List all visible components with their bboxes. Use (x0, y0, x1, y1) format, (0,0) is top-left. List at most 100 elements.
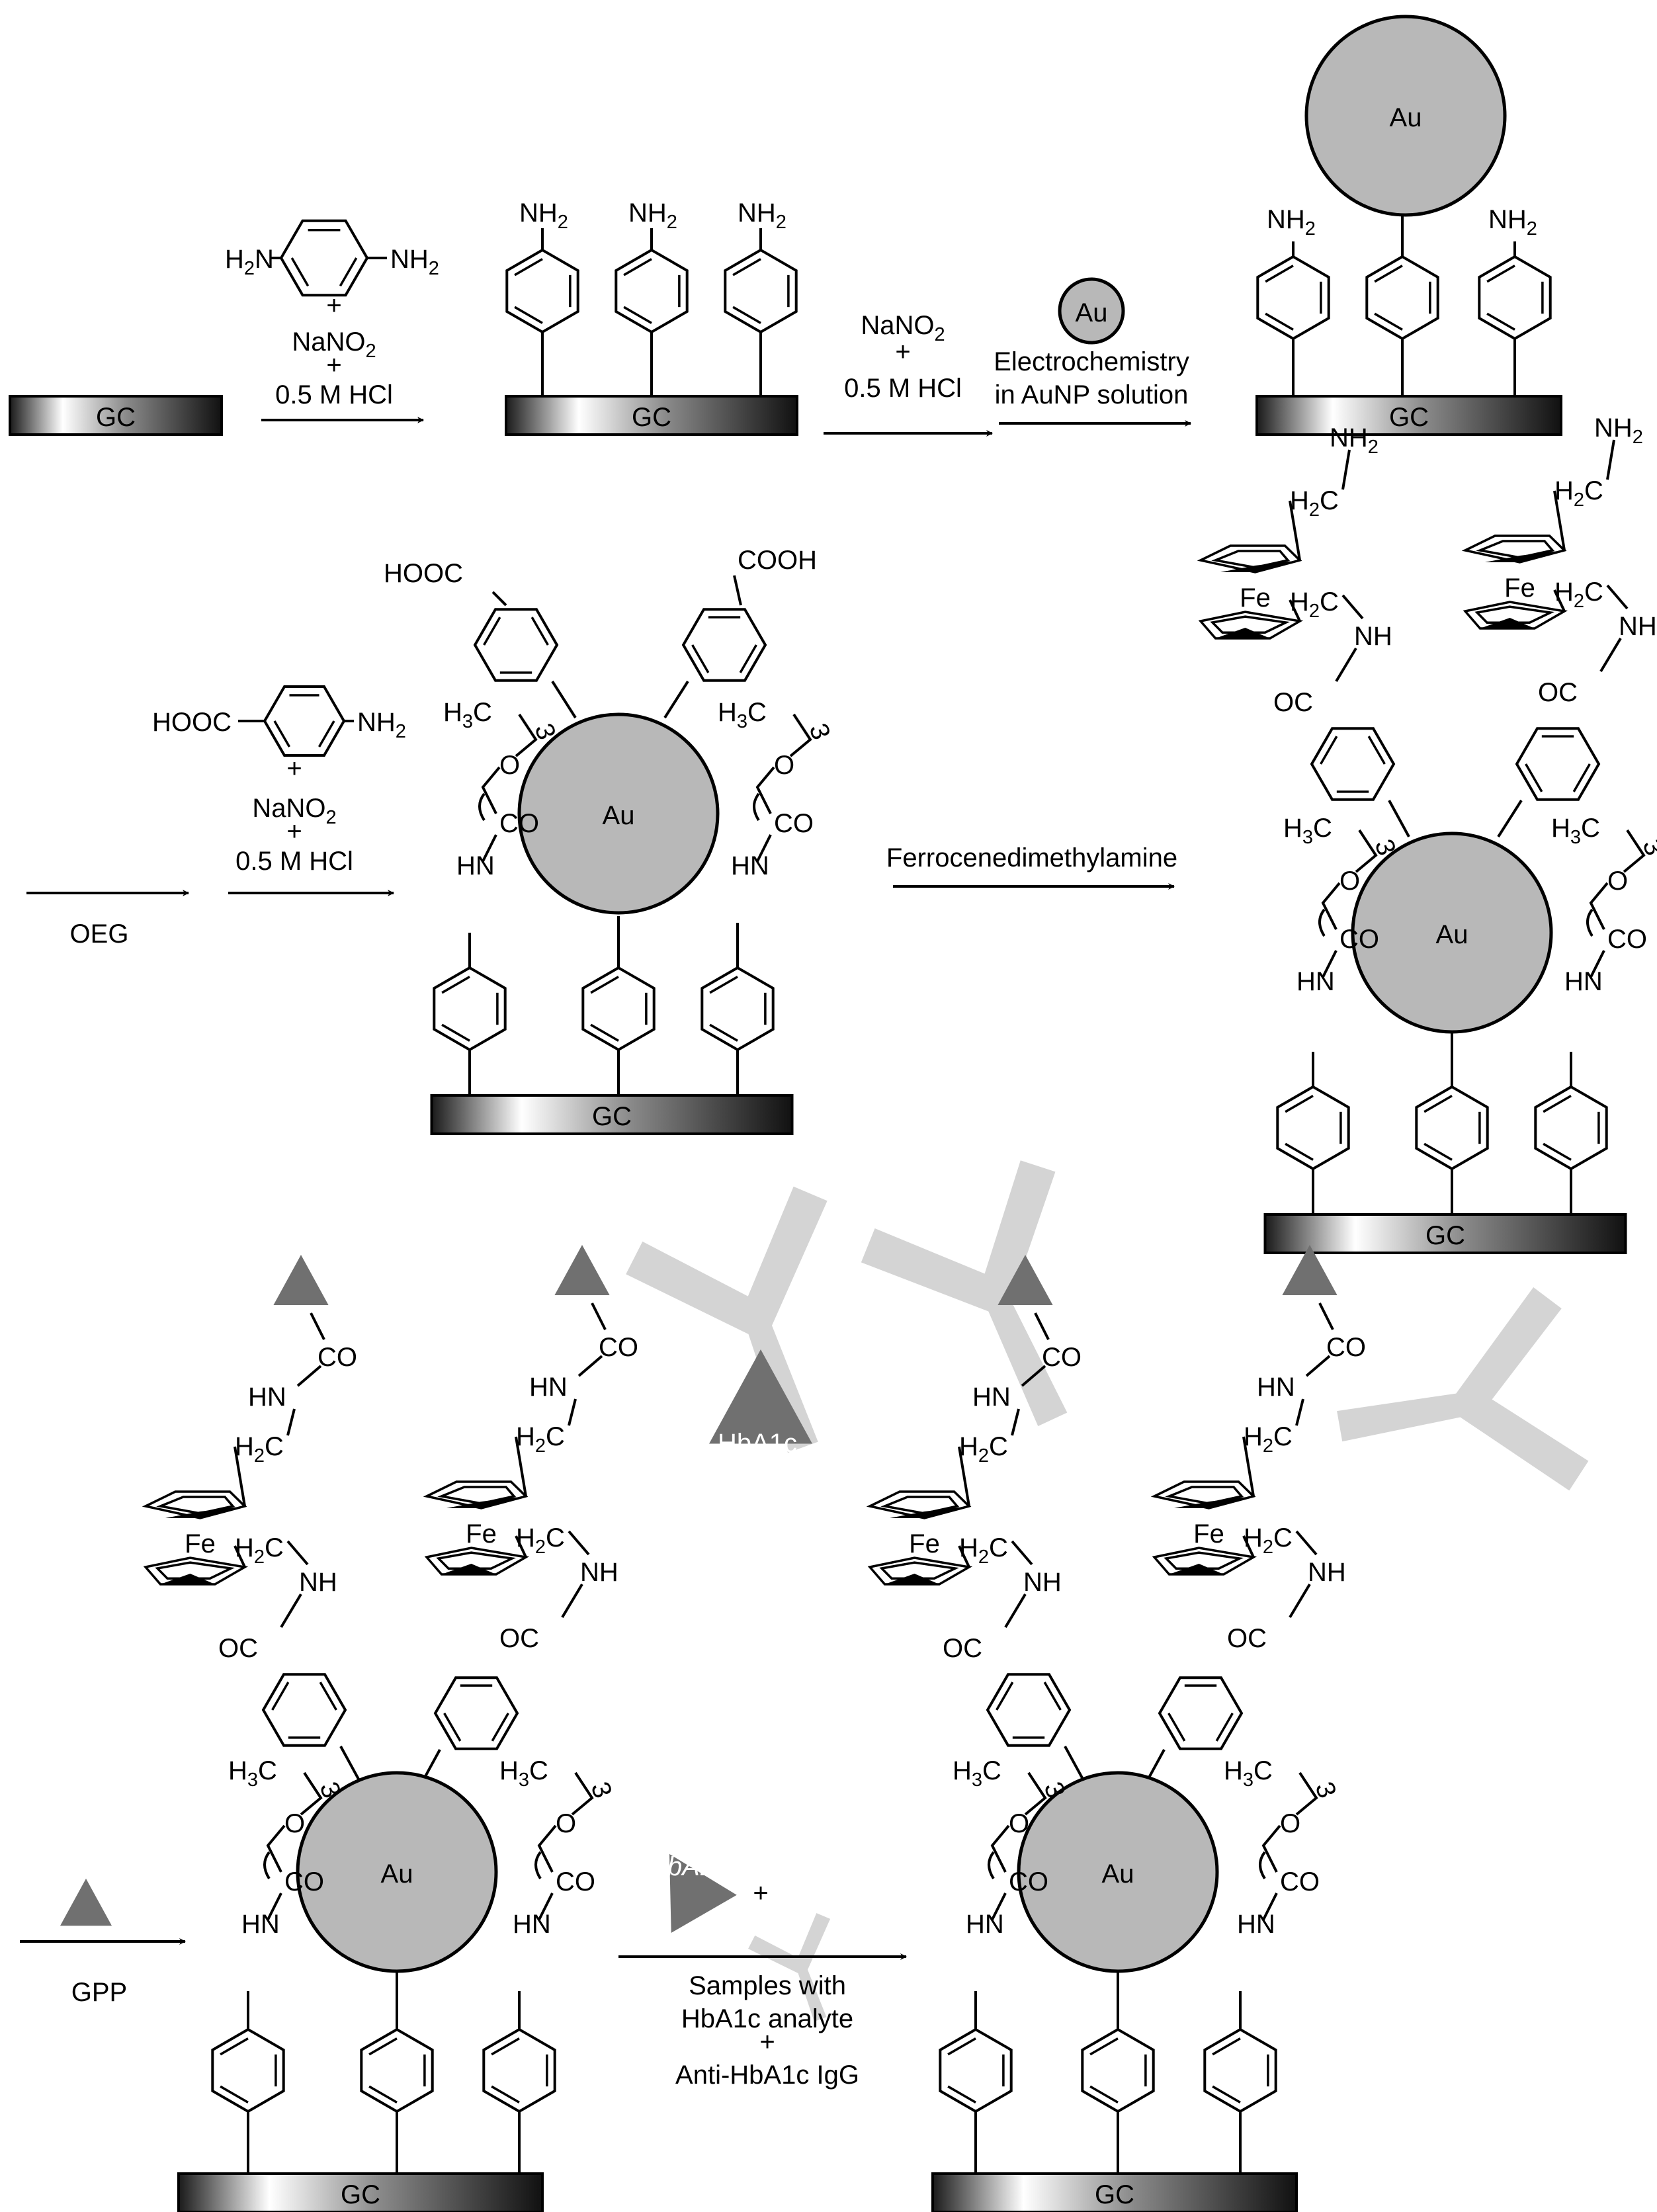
text-part: + (895, 337, 910, 366)
oeg-o: O (1607, 867, 1628, 896)
fc-ch2-upper: H2C (1290, 486, 1339, 521)
step4-nano2: NaNO2 (252, 794, 336, 828)
text-part: C (546, 1422, 565, 1451)
reagent-nh2: NH2 (390, 245, 439, 279)
oeg-hn: HN (731, 851, 769, 880)
step6-bottom-ring-2 (482, 2027, 556, 2113)
oeg-amide (482, 834, 497, 862)
ring-double-bond (318, 720, 335, 747)
text-part: Au (1102, 1859, 1134, 1889)
fc-gpp-co: CO (318, 1343, 357, 1372)
fc-link-lower (515, 1535, 527, 1558)
step3-oeg: OEG (70, 919, 129, 949)
ring-double-bond (739, 644, 757, 673)
fc-ch2-lower: H2C (235, 1533, 284, 1568)
subscript: 2 (366, 341, 376, 362)
ring-double-bond (273, 720, 291, 747)
step5-au-link-left (1388, 800, 1410, 837)
ring-double-bond (947, 2085, 976, 2104)
oeg-amide (538, 1893, 554, 1920)
gc-electrode-bare (9, 395, 223, 436)
subscript: 2 (1574, 591, 1584, 612)
subscript: 3 (1302, 827, 1313, 848)
cp-inner-upper (1165, 1486, 1244, 1505)
fc-gpp-link (1305, 1355, 1331, 1377)
text-part: Samples with (689, 1971, 846, 2000)
oeg-amide (1262, 1893, 1278, 1920)
text-part: GC (1425, 1221, 1465, 1250)
fc-link-lower (1242, 1535, 1255, 1558)
cp-inner-lower (1474, 605, 1554, 624)
fc-amide (1599, 637, 1622, 673)
oeg-co: CO (556, 1867, 595, 1896)
subscript: 2 (1633, 427, 1643, 448)
subscript: 2 (978, 1445, 989, 1467)
text-part: NH (1267, 205, 1305, 234)
text-part: O (556, 1809, 576, 1838)
oeg-o: O (1339, 867, 1360, 896)
text-part: + (326, 291, 341, 320)
gc-label: GC (1389, 403, 1429, 432)
fc-link-upper (515, 1436, 527, 1497)
gpp-triangle (1282, 1245, 1338, 1295)
text-part: C (258, 1756, 277, 1785)
oeg-co: CO (284, 1867, 324, 1896)
fc-link-upper (234, 1446, 246, 1507)
text-part: HN (1237, 1910, 1275, 1939)
fc-gpp-link (296, 1365, 322, 1387)
ring-double-bond (590, 1023, 619, 1042)
gold-np-step7 (1017, 1771, 1219, 1973)
oeg-o: O (499, 751, 520, 780)
aminophenyl-nh2-2: NH2 (738, 198, 786, 233)
text-part: NaNO (252, 794, 325, 823)
oeg-amide (991, 1893, 1007, 1920)
text-part: C (1581, 814, 1600, 843)
ring-double-bond (1543, 1095, 1572, 1113)
fc-chain (1295, 1530, 1318, 1556)
step5-oeg-left: H3C (1283, 814, 1332, 848)
subscript: 2 (978, 1547, 989, 1568)
oeg-co: CO (1280, 1867, 1320, 1896)
subscript: 3 (247, 1769, 258, 1791)
reagent-ab-nh2: NH2 (357, 708, 406, 742)
step1-hcl: 0.5 M HCl (275, 380, 393, 409)
step1-nano2: NaNO2 (292, 327, 376, 362)
text-part: H (499, 1756, 519, 1785)
step6-au-link-left (339, 1746, 362, 1783)
gold-np-step6 (296, 1771, 498, 1973)
text-part: H (235, 1432, 254, 1461)
ring-double-bond (709, 1023, 738, 1042)
text-part: NH (1308, 1558, 1346, 1587)
step4-au-link-right (663, 680, 689, 719)
cp-inner-lower (879, 1561, 959, 1580)
ring-double-bond (1212, 2037, 1241, 2056)
text-part: HN (1296, 967, 1335, 996)
text-part: H (953, 1756, 972, 1785)
aminophenyl-nh2-1: NH2 (628, 198, 677, 233)
text-part: H (1290, 486, 1309, 515)
text-part: HN (1257, 1373, 1295, 1402)
fc-amide-nh: NH (1308, 1558, 1346, 1587)
text-part: O (1538, 678, 1558, 707)
fc-gpp-co: CO (1042, 1343, 1082, 1372)
text-part: GC (341, 2180, 380, 2209)
antibody-body (1337, 1287, 1589, 1491)
hba1c-free (709, 1349, 812, 1444)
text-part: O (284, 1809, 305, 1838)
text-part: HbA1c analyte (681, 2004, 853, 2033)
step1-plus-1: + (326, 291, 341, 320)
fc-amide (561, 1583, 583, 1619)
text-part: CO (774, 809, 814, 838)
ring-double-bond (732, 306, 761, 324)
ring-double-bond (483, 617, 501, 646)
antibody-body (861, 1160, 1068, 1427)
gc-label: GC (341, 2180, 380, 2209)
ring-double-bond (339, 257, 358, 287)
fc-amide-nh: NH (1023, 1568, 1062, 1597)
fc-amide (1335, 647, 1357, 683)
step4-hooc: HOOC (384, 559, 463, 588)
text-part: CO (599, 1333, 638, 1362)
text-part: NH (519, 198, 558, 228)
fc-gpp-chain (1295, 1398, 1304, 1426)
fc-amide-nh: NH (299, 1568, 337, 1597)
